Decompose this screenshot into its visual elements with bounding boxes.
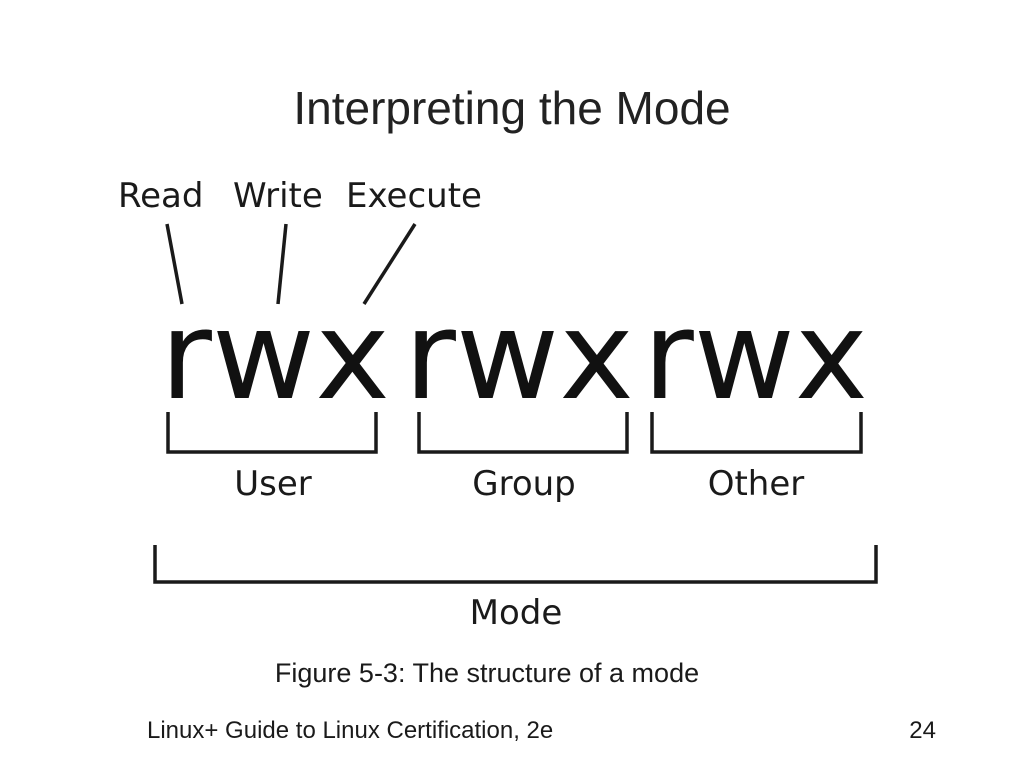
mode-bracket bbox=[153, 545, 878, 584]
user-permission-bits: rwx bbox=[160, 285, 390, 427]
figure-caption: Figure 5-3: The structure of a mode bbox=[274, 658, 700, 688]
group-label: Group bbox=[472, 464, 576, 504]
other-label: Other bbox=[708, 464, 805, 504]
group-bracket bbox=[417, 412, 629, 454]
footer-text: Linux+ Guide to Linux Certification, 2e bbox=[147, 717, 554, 744]
other-permission-bits: rwx bbox=[643, 285, 868, 427]
slide-title: Interpreting the Mode bbox=[293, 82, 731, 134]
group-permission-bits: rwx bbox=[404, 285, 634, 427]
other-bracket bbox=[650, 412, 863, 454]
execute-label: Execute bbox=[346, 176, 482, 216]
user-bracket bbox=[166, 412, 378, 454]
write-pointer-line bbox=[276, 223, 288, 305]
read-label: Read bbox=[118, 176, 203, 216]
mode-label: Mode bbox=[470, 593, 563, 633]
read-pointer-line bbox=[165, 223, 184, 305]
write-label: Write bbox=[233, 176, 323, 216]
execute-pointer-line bbox=[362, 223, 417, 305]
page-number: 24 bbox=[909, 717, 936, 744]
user-label: User bbox=[234, 464, 312, 504]
